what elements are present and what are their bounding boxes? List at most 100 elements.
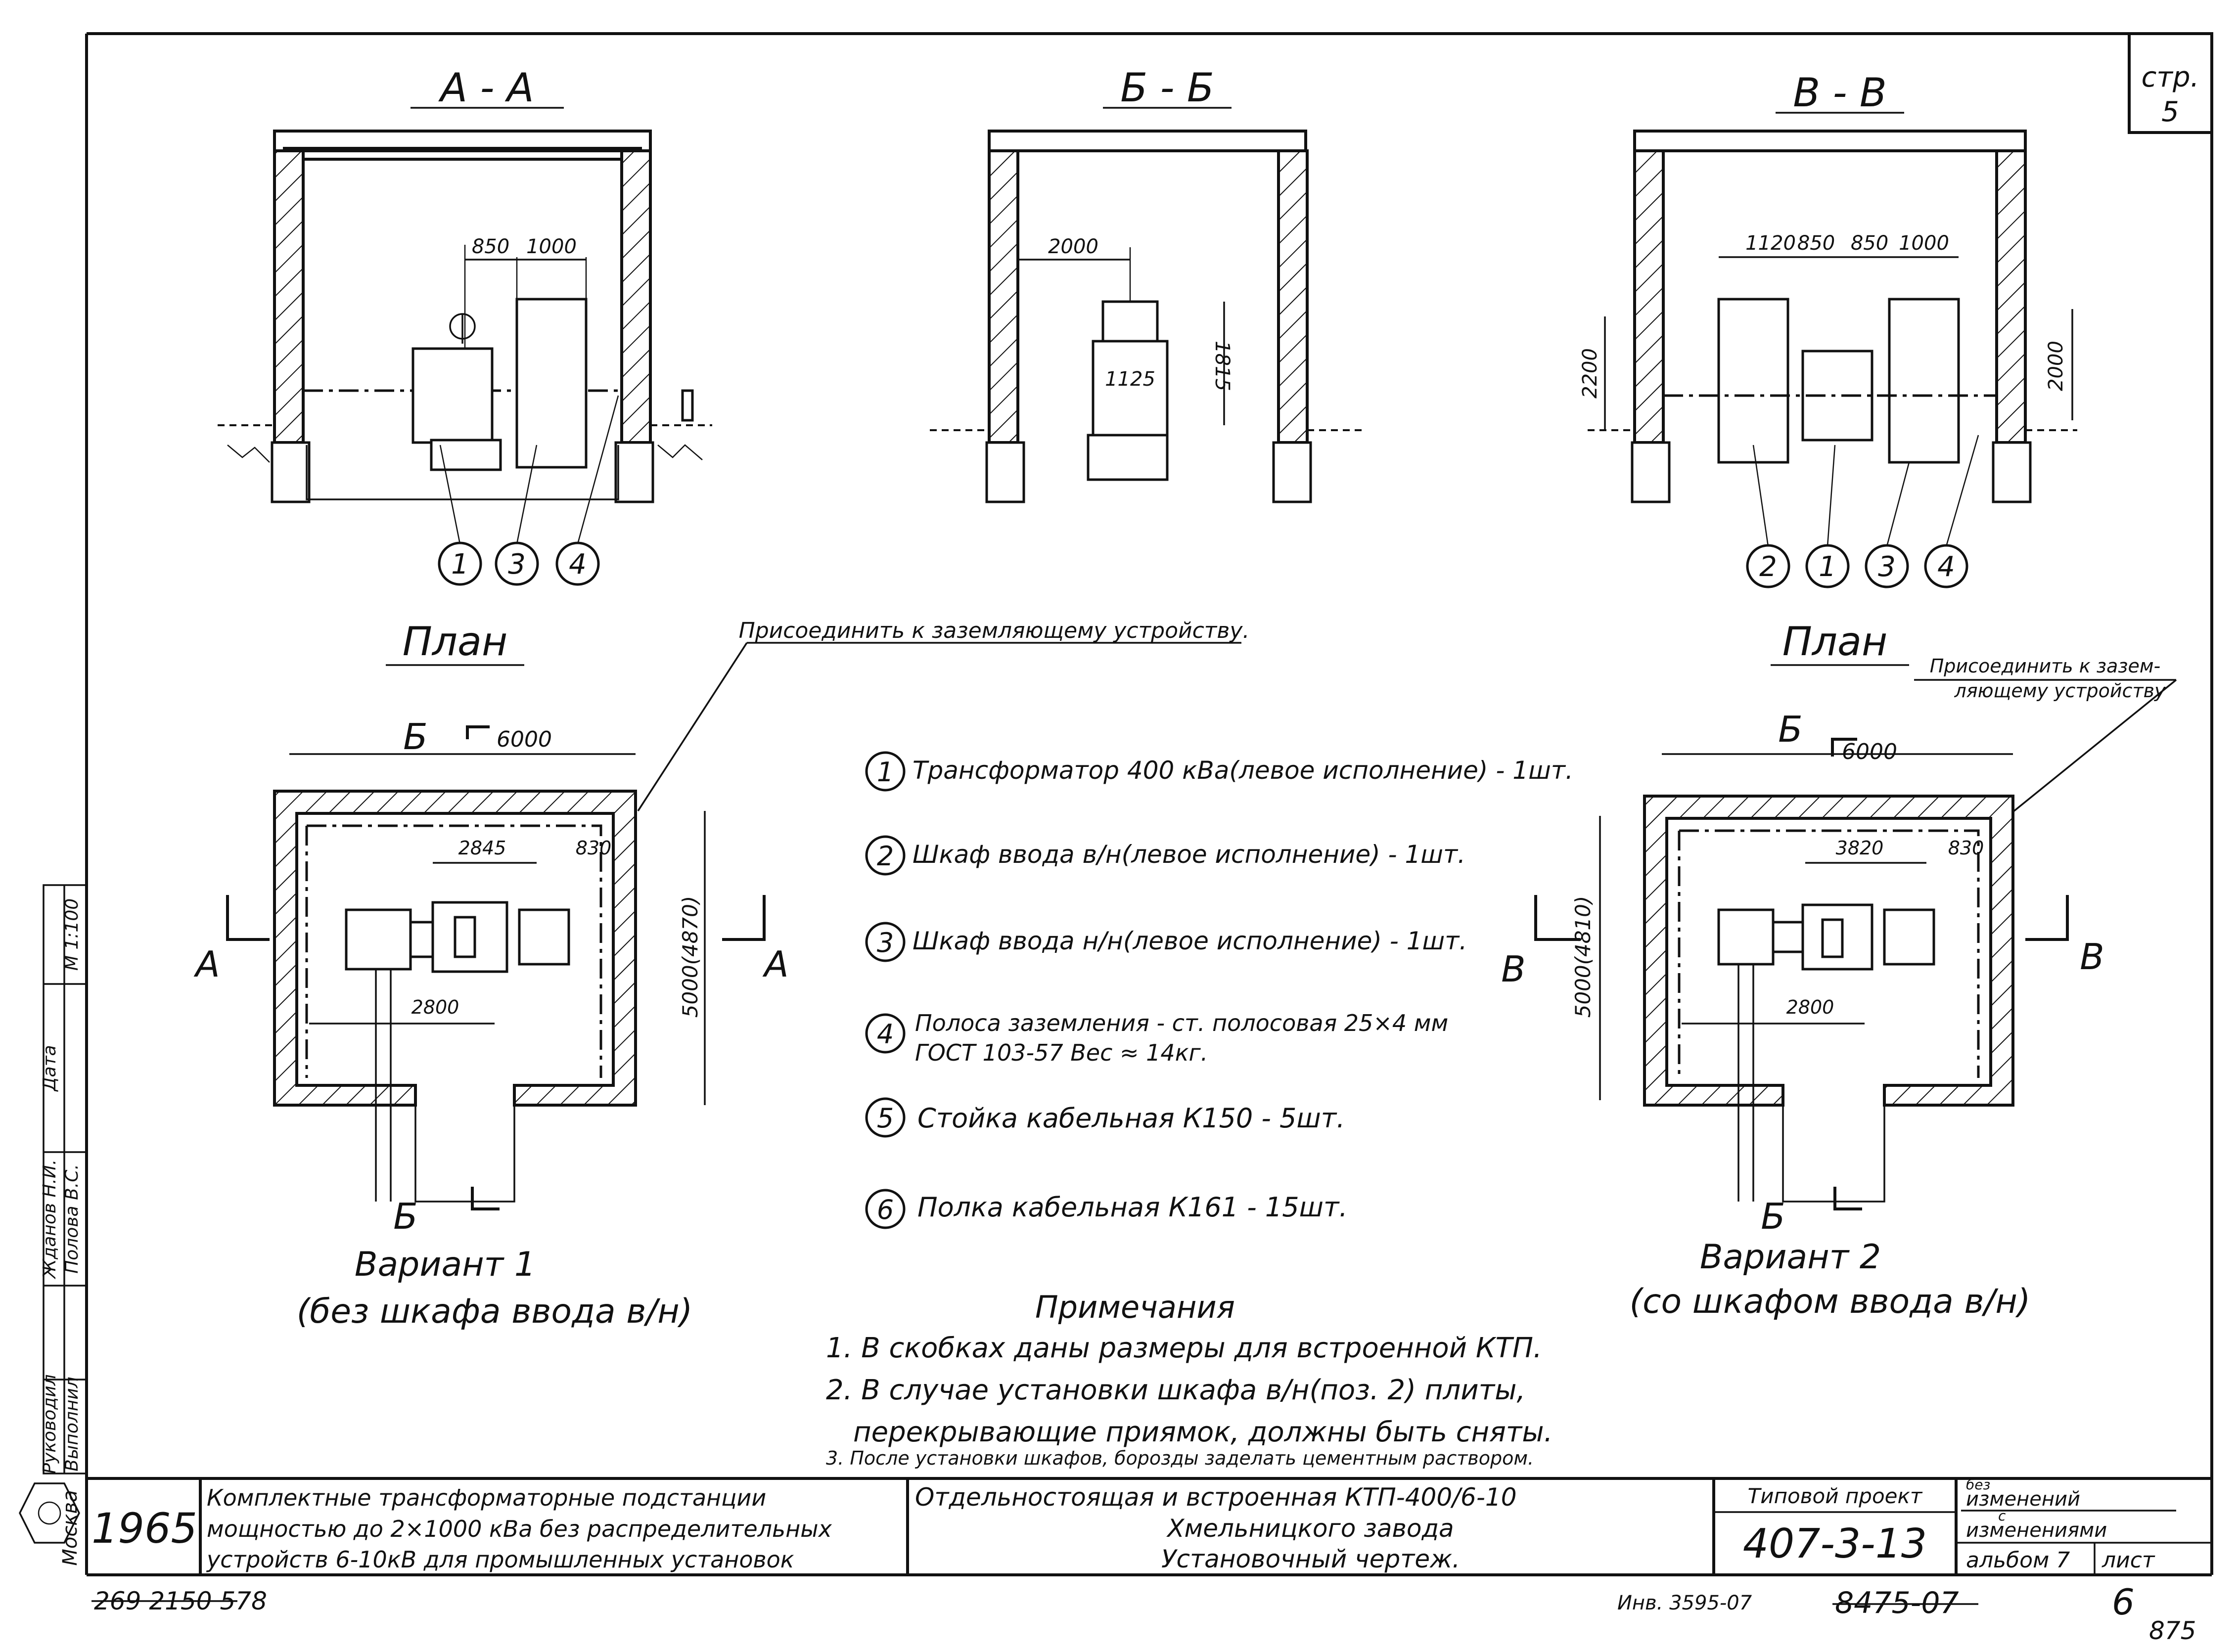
- tb-change-2: изменений: [1966, 1488, 2080, 1511]
- plan1-dim-5000: 5000(4870): [678, 896, 702, 1018]
- aa-callout-3: 3: [508, 548, 526, 580]
- plan1-ground-note: Присоединить к заземляющему устройству.: [739, 618, 1250, 643]
- stamp-scale: М 1:100: [62, 898, 82, 971]
- tb-title-1: Отдельностоящая и встроенная КТП-400/6-1…: [915, 1483, 1517, 1512]
- aa-callout-4: 4: [569, 548, 587, 580]
- note-line-2: 2. В случае установки шкафа в/н(поз. 2) …: [826, 1374, 1525, 1406]
- legend-num: 2: [877, 841, 894, 872]
- bb-dim-2000: 2000: [1048, 235, 1098, 258]
- tb-year: 1965: [91, 1504, 197, 1553]
- legend-text: Стойка кабельная К150 - 5шт.: [917, 1103, 1345, 1134]
- plan1-cut-top: Б: [403, 716, 427, 758]
- section-vv-title: В - В: [1793, 70, 1887, 116]
- note-line-4: 3. После установки шкафов, борозды задел…: [826, 1447, 1534, 1469]
- legend-text: Полка кабельная К161 - 15шт.: [917, 1192, 1348, 1223]
- legend-num: 3: [877, 927, 894, 958]
- plan2-ground-note-1: Присоединить к зазем-: [1930, 655, 2161, 677]
- plan2-cut-bottom: Б: [1761, 1196, 1785, 1237]
- stamp-name-2: Полова В.С.: [62, 1164, 82, 1274]
- vv-dim-2000: 2000: [2045, 341, 2067, 391]
- bb-dim-1815: 1815: [1211, 341, 1233, 391]
- struck-number: 8475-07: [1835, 1586, 1959, 1620]
- legend-item: 4 Полоса заземления - ст. полосовая 25×4…: [865, 1010, 1448, 1066]
- plan-variant-1: План Присоединить к заземляющему устройс…: [193, 618, 1249, 1331]
- bb-dim-1125: 1125: [1105, 368, 1155, 391]
- stamp-name-1: Жданов Н.И.: [40, 1160, 60, 1280]
- aa-callout-1: 1: [451, 548, 469, 580]
- plan1-cut-bottom: Б: [393, 1196, 417, 1237]
- legend-num: 5: [877, 1103, 894, 1134]
- vv-dim-850b: 850: [1851, 232, 1888, 255]
- plan2-dim-5000: 5000(4810): [1571, 896, 1595, 1018]
- stamp-org: Москва: [59, 1490, 82, 1565]
- legend: 1 Трансформатор 400 кВа(левое исполнение…: [865, 751, 1573, 1229]
- vv-callout-3: 3: [1878, 551, 1896, 583]
- plan1-dim-830: 830: [576, 837, 612, 859]
- corner-small: 875: [2149, 1616, 2196, 1645]
- aa-dim-1000: 1000: [526, 235, 577, 258]
- tb-change-4: изменениями: [1966, 1519, 2107, 1542]
- plan1-variant: Вариант 1: [355, 1245, 536, 1284]
- tb-desc-3: устройств 6-10кВ для промышленных устано…: [206, 1546, 794, 1573]
- legend-item: 2 Шкаф ввода в/н(левое исполнение) - 1шт…: [865, 835, 1465, 876]
- vv-callout-4: 4: [1937, 551, 1955, 583]
- plan1-variant-sub: (без шкафа ввода в/н): [297, 1292, 693, 1331]
- legend-num: 4: [877, 1019, 894, 1050]
- legend-num: 1: [877, 757, 894, 788]
- plan1-cut-left: А: [193, 943, 220, 985]
- tb-album: альбом 7: [1966, 1548, 2070, 1573]
- notes-title: Примечания: [1035, 1289, 1235, 1325]
- plan1-cut-right: А: [762, 943, 788, 985]
- section-bb: Б - Б 2000 1125 1815: [930, 65, 1365, 503]
- tb-desc-2: мощностью до 2×1000 кВа без распределите…: [207, 1516, 832, 1542]
- page-number: 5: [2161, 96, 2179, 128]
- tb-sheet-label: лист: [2101, 1548, 2155, 1573]
- plan1-title: План: [403, 619, 508, 665]
- inventory-number: Инв. 3595-07: [1617, 1592, 1752, 1614]
- legend-item: 5 Стойка кабельная К150 - 5шт.: [865, 1097, 1345, 1138]
- section-bb-title: Б - Б: [1120, 65, 1214, 111]
- legend-item: 3 Шкаф ввода н/н(левое исполнение) - 1шт…: [865, 922, 1467, 962]
- legend-text-2: ГОСТ 103-57 Вес ≈ 14кг.: [915, 1039, 1208, 1066]
- tb-title-3: Установочный чертеж.: [1161, 1545, 1460, 1573]
- plan2-variant: Вариант 2: [1700, 1238, 1881, 1277]
- legend-text: Трансформатор 400 кВа(левое исполнение) …: [913, 756, 1573, 785]
- vv-dim-850a: 850: [1797, 232, 1835, 255]
- vv-callout-2: 2: [1759, 551, 1777, 583]
- stamp-role-1: Руководил: [40, 1374, 60, 1473]
- page-number-box: стр. 5: [2128, 32, 2213, 134]
- plan2-dim-2800: 2800: [1786, 996, 1834, 1018]
- section-aa-title: А - А: [438, 65, 534, 111]
- plan2-ground-note-2: ляющему устройству: [1954, 680, 2166, 702]
- plan1-dim-2800: 2800: [411, 996, 459, 1018]
- legend-text: Шкаф ввода н/н(левое исполнение) - 1шт.: [913, 927, 1467, 955]
- organization-logo: [19, 1482, 80, 1544]
- corner-number: 6: [2112, 1581, 2135, 1623]
- vv-dim-2200: 2200: [1579, 348, 1601, 399]
- stamp-date-head: Дата: [40, 1045, 60, 1092]
- legend-num: 6: [877, 1194, 894, 1225]
- title-block: 1965 Комплектные трансформаторные подста…: [87, 1476, 2212, 1575]
- tb-project-label: Типовой проект: [1748, 1484, 1923, 1508]
- plan2-dim-3820: 3820: [1836, 837, 1884, 859]
- plan1-dim-2845: 2845: [458, 837, 506, 859]
- plan2-title: План: [1782, 619, 1888, 665]
- tb-change-1: без: [1966, 1476, 1990, 1493]
- section-aa: А - А 850 1000 1 3 4: [218, 65, 712, 586]
- plan2-cut-top: Б: [1778, 709, 1802, 750]
- plan1-dim-6000: 6000: [497, 727, 552, 752]
- page-label: стр.: [2142, 61, 2199, 93]
- legend-item: 6 Полка кабельная К161 - 15шт.: [865, 1189, 1348, 1229]
- notes: Примечания 1. В скобках даны размеры для…: [826, 1289, 1553, 1469]
- plan2-dim-6000: 6000: [1842, 739, 1897, 764]
- vv-dim-1120: 1120: [1745, 232, 1796, 255]
- plan2-cut-left: В: [1501, 948, 1525, 990]
- side-stamp: Руководил Выполнил Жданов Н.И. Полова В.…: [19, 884, 88, 1566]
- legend-item: 1 Трансформатор 400 кВа(левое исполнение…: [865, 751, 1573, 792]
- aa-dim-850: 850: [472, 235, 509, 258]
- legend-text: Полоса заземления - ст. полосовая 25×4 м…: [915, 1010, 1448, 1036]
- legend-text: Шкаф ввода в/н(левое исполнение) - 1шт.: [913, 840, 1465, 869]
- section-vv: В - В 1120 850 850 1000 2200 2000 2 1 3 …: [1579, 70, 2077, 588]
- vv-callout-1: 1: [1819, 551, 1836, 583]
